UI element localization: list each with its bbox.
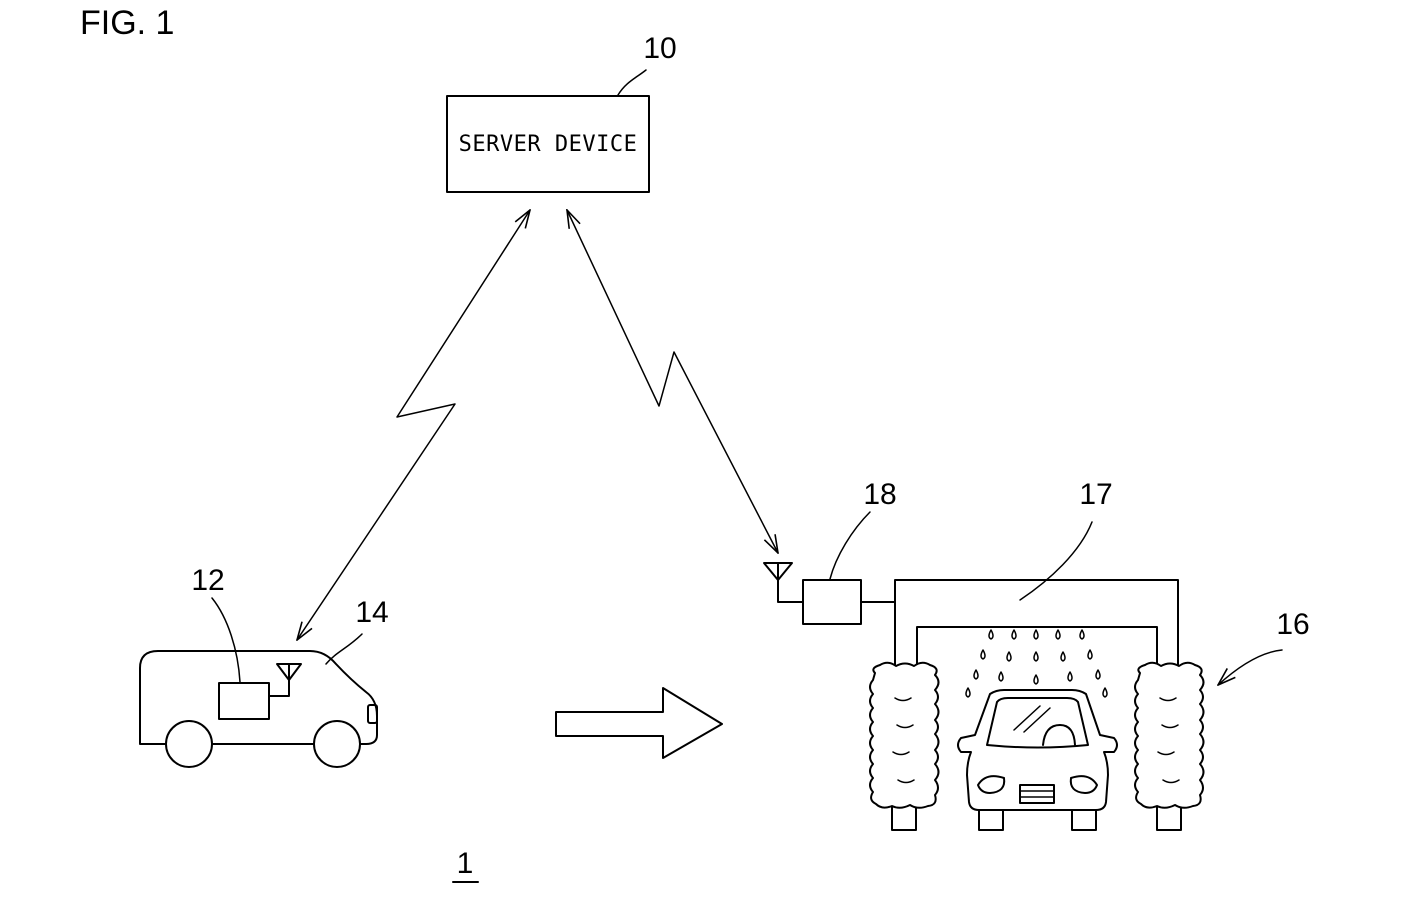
vehicle-ref-number: 14: [355, 596, 388, 629]
wash-controller-box: [802, 579, 862, 625]
car-wash-ref-leader: [1218, 649, 1283, 685]
washed-car: [957, 689, 1118, 831]
gantry-ref-number: 17: [1079, 478, 1112, 511]
vehicle-wireless-link: [297, 210, 530, 640]
vehicle-rear-wheel: [165, 720, 213, 768]
vehicle-antenna-icon: [276, 663, 302, 681]
controller-ref-number: 18: [863, 478, 896, 511]
washed-car-body: [957, 689, 1118, 811]
right-brush-body: [1134, 661, 1205, 809]
left-brush: [869, 661, 940, 831]
carwash-antenna-wire: [777, 579, 804, 603]
vehicle-unit-ref-leader: [211, 597, 241, 683]
vehicle: 12 14: [139, 564, 389, 768]
left-brush-texture: [892, 697, 915, 784]
left-brush-body: [869, 661, 940, 809]
server-ref-number: 10: [643, 32, 676, 65]
vehicle-antenna-wire: [268, 678, 290, 697]
right-brush: [1134, 661, 1205, 831]
vehicle-body: [139, 650, 378, 745]
vehicle-headlight: [367, 704, 378, 724]
vehicle-front-wheel: [313, 720, 361, 768]
figure-label: FIG. 1: [80, 4, 174, 42]
car-wash: 17 16: [869, 478, 1310, 831]
carwash-antenna-icon: [763, 562, 793, 581]
system-ref-number: 1: [457, 847, 474, 880]
vehicle-control-unit: [218, 682, 270, 720]
washed-car-grille: [1019, 784, 1055, 804]
water-spray: [965, 629, 1108, 698]
vehicle-ref-leader: [325, 633, 363, 665]
wash-controller: 18: [763, 478, 897, 625]
car-wash-ref-number: 16: [1276, 608, 1309, 641]
washed-car-windshield: [986, 697, 1089, 749]
controller-ref-leader: [829, 511, 871, 580]
right-brush-texture: [1157, 697, 1180, 784]
carwash-wireless-link: [567, 210, 778, 553]
grille-slats: [1019, 790, 1055, 798]
server-device-box: [446, 95, 650, 193]
server-ref-leader: [617, 69, 647, 96]
vehicle-unit-ref-number: 12: [191, 564, 224, 597]
gantry-ref-leader: [1019, 521, 1093, 601]
server-device: SERVER DEVICE 10: [446, 32, 677, 193]
server-device-label: SERVER DEVICE: [459, 132, 638, 157]
steering-wheel: [1042, 724, 1076, 746]
windshield-reflection: [1013, 705, 1051, 733]
washed-car-left-wheel: [978, 807, 1004, 831]
washed-car-left-headlight: [977, 775, 1006, 794]
washed-car-right-headlight: [1069, 775, 1098, 794]
movement-arrow: [555, 687, 723, 759]
car-wash-gantry: [894, 579, 1179, 669]
washed-car-right-wheel: [1071, 807, 1097, 831]
